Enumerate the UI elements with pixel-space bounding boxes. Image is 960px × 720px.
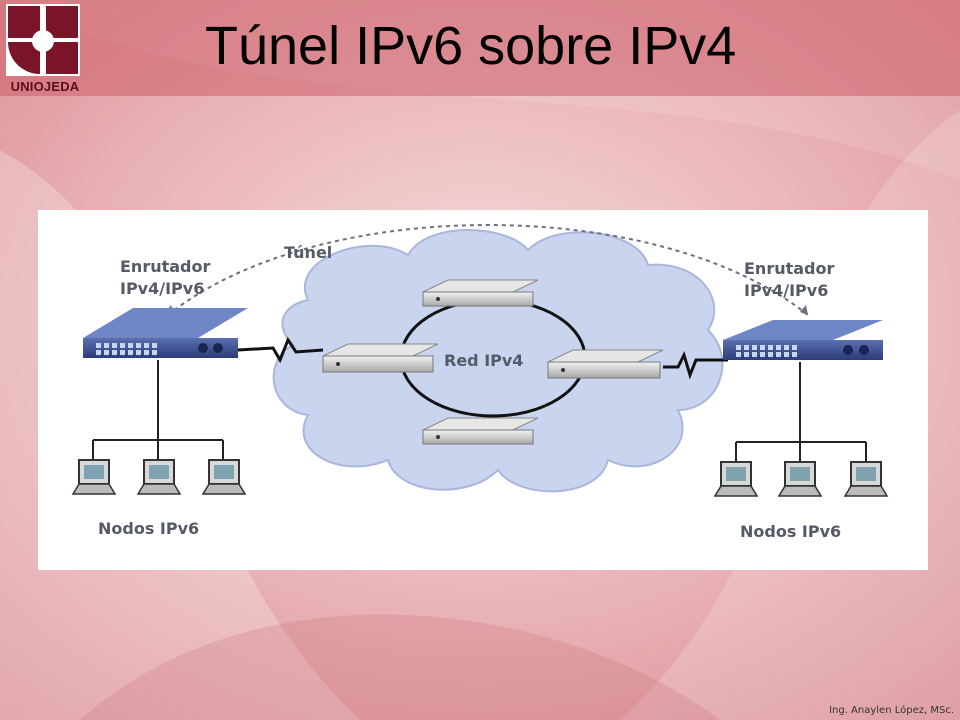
router-right-icon	[723, 320, 883, 360]
router-left-label-line1: Enrutador	[120, 257, 211, 276]
ipv4-device-right	[547, 349, 664, 379]
nodes-right-label: Nodos IPv6	[740, 522, 842, 541]
router-left-label-line2: IPv4/IPv6	[120, 279, 205, 298]
tree-right	[735, 362, 867, 464]
ipv4-cloud	[272, 229, 724, 493]
tree-left	[92, 360, 224, 462]
author-footer: Ing. Anaylen López, MSc.	[829, 705, 954, 716]
computer-icon	[777, 461, 823, 497]
ipv4-device-top	[422, 279, 539, 307]
slide-title: Túnel IPv6 sobre IPv4	[205, 16, 737, 76]
router-right-label-line2: IPv4/IPv6	[744, 281, 829, 300]
network-label: Red IPv4	[444, 351, 524, 370]
computer-icon	[843, 461, 889, 497]
computer-icon	[713, 461, 759, 497]
computer-icon	[71, 459, 117, 495]
tunnel-arc	[167, 224, 809, 316]
nodes-left-label: Nodos IPv6	[98, 519, 200, 538]
tunnel-diagram: Túnel Enrutador IPv4/IPv6 Enrutador IPv4…	[38, 210, 928, 570]
university-logo: UNIOJEDA	[4, 2, 82, 94]
ipv4-device-left	[322, 343, 439, 373]
tunnel-label: Túnel	[284, 243, 333, 262]
link-left	[237, 336, 324, 364]
header-band	[0, 0, 960, 96]
router-right-label-line1: Enrutador	[744, 259, 835, 278]
logo-text: UNIOJEDA	[10, 79, 80, 94]
router-left-icon	[83, 308, 248, 358]
computer-icon	[136, 459, 182, 495]
link-right	[663, 350, 728, 380]
computer-icon	[201, 459, 247, 495]
ipv4-device-bottom	[422, 417, 539, 445]
